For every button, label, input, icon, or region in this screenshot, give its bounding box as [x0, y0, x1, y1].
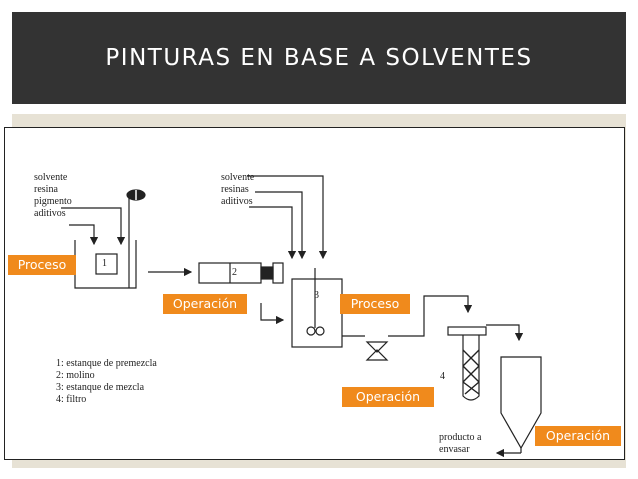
legend-item: 3: estanque de mezcla — [56, 382, 145, 393]
slide-title: PINTURAS EN BASE A SOLVENTES — [105, 45, 533, 71]
process-diagram: solvente resina pigmento aditivos solven… — [4, 127, 625, 460]
input-solvente: solvente — [34, 172, 68, 183]
legend-item: 1: estanque de premezcla — [56, 358, 157, 369]
tag-operacion-2: Operación — [342, 387, 434, 407]
pipe-pump-filter — [388, 295, 473, 337]
input-resinas: resinas — [221, 184, 249, 195]
agitator-3-blade-right — [315, 326, 325, 336]
input-arrow-resinas — [255, 191, 307, 260]
input-list-mid: solvente resinas aditivos — [221, 172, 254, 208]
filter-mesh — [462, 349, 480, 395]
input-arrow-resina — [61, 207, 126, 246]
output-label-line-1: producto a — [439, 432, 482, 443]
tag-operacion-1: Operación — [163, 294, 247, 314]
output-label: producto a envasar — [439, 432, 482, 456]
molino-end — [272, 262, 284, 284]
pipe-filter-hopper — [486, 324, 524, 342]
pump-valve — [365, 341, 389, 353]
legend-item: 2: molino — [56, 370, 95, 381]
hopper — [500, 356, 542, 450]
tag-proceso-2: Proceso — [340, 294, 410, 314]
filter-body — [462, 335, 480, 401]
output-label-line-2: envasar — [439, 444, 470, 455]
input-aditivos-2: aditivos — [221, 196, 253, 207]
input-arrow-aditivos — [69, 224, 99, 246]
title-bar: PINTURAS EN BASE A SOLVENTES — [12, 12, 626, 104]
agitator-3-blade-left — [306, 326, 316, 336]
input-aditivos: aditivos — [34, 208, 66, 219]
input-pigmento: pigmento — [34, 196, 72, 207]
unit-number-4: 4 — [440, 371, 445, 382]
unit-number-3: 3 — [314, 290, 319, 301]
input-arrow-solvente — [247, 175, 328, 260]
arrow-molino-tank3 — [260, 303, 285, 325]
legend-item: 4: filtro — [56, 394, 87, 405]
molino-motor — [260, 266, 274, 280]
input-solvente-2: solvente — [221, 172, 255, 183]
legend: 1: estanque de premezcla 2: molino 3: es… — [56, 358, 157, 406]
filter-cap — [447, 326, 487, 336]
input-resina: resina — [34, 184, 58, 195]
tank-1-label-box — [95, 253, 118, 275]
unit-number-1: 1 — [102, 258, 107, 269]
tag-operacion-3: Operación — [535, 426, 621, 446]
tag-proceso-1: Proceso — [8, 255, 76, 275]
input-list-left: solvente resina pigmento aditivos — [34, 172, 72, 220]
input-arrow-aditivos-2 — [249, 206, 297, 260]
unit-number-2: 2 — [232, 267, 237, 278]
